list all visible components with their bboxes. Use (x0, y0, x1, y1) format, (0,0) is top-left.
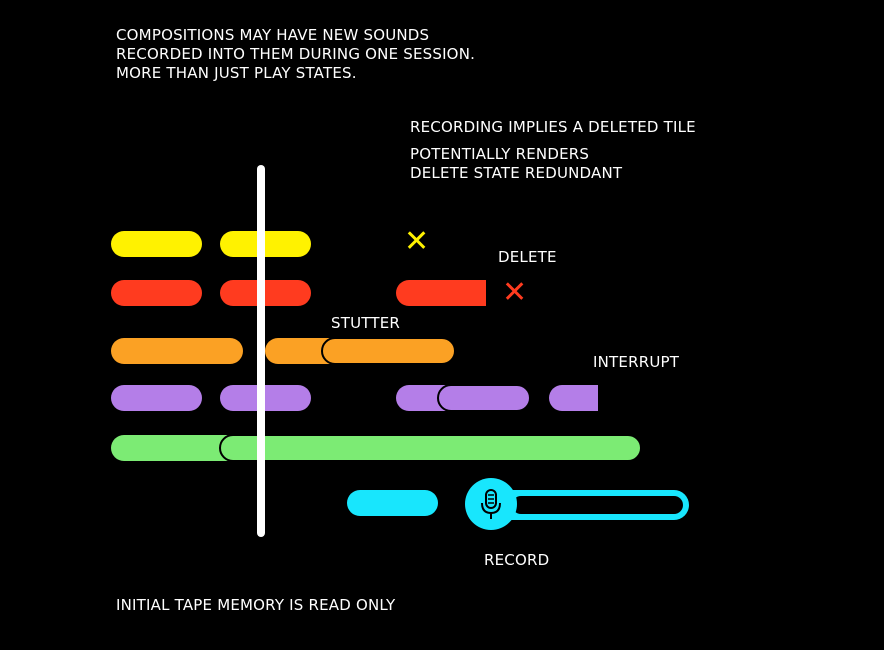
intro-line-1: COMPOSITIONS MAY HAVE NEW SOUNDS (116, 26, 430, 44)
interrupt-label: INTERRUPT (593, 353, 680, 371)
close-icon: ✕ (404, 224, 430, 259)
note-line-1: RECORDING IMPLIES A DELETED TILE (410, 118, 696, 136)
playhead[interactable] (257, 165, 265, 537)
close-icon: ✕ (502, 275, 528, 310)
purple-tile-1 (111, 385, 202, 411)
record-track (490, 490, 689, 520)
footer-note: INITIAL TAPE MEMORY IS READ ONLY (116, 596, 396, 614)
intro-line-2: RECORDED INTO THEM DURING ONE SESSION. (116, 45, 476, 63)
record-label: RECORD (484, 551, 550, 569)
red-tile-deleted (396, 280, 486, 306)
yellow-tile-2 (220, 231, 311, 257)
yellow-tile-1 (111, 231, 202, 257)
microphone-icon (481, 489, 501, 519)
purple-tile-cut (549, 385, 598, 411)
stutter-label: STUTTER (331, 314, 401, 332)
record-button[interactable] (465, 478, 517, 530)
green-tile-long (219, 434, 642, 462)
red-tile-2 (220, 280, 311, 306)
delete-label: DELETE (498, 248, 557, 266)
purple-tile-2 (220, 385, 311, 411)
orange-tile-1 (111, 338, 243, 364)
orange-tile-stutter (321, 337, 456, 365)
red-tile-1 (111, 280, 202, 306)
cyan-tile (347, 490, 438, 516)
note-line-3: DELETE STATE REDUNDANT (410, 164, 623, 182)
purple-tile-interrupt (437, 384, 531, 412)
note-line-2: POTENTIALLY RENDERS (410, 145, 590, 163)
record-track-empty (512, 496, 683, 514)
intro-line-3: MORE THAN JUST PLAY STATES. (116, 64, 357, 82)
